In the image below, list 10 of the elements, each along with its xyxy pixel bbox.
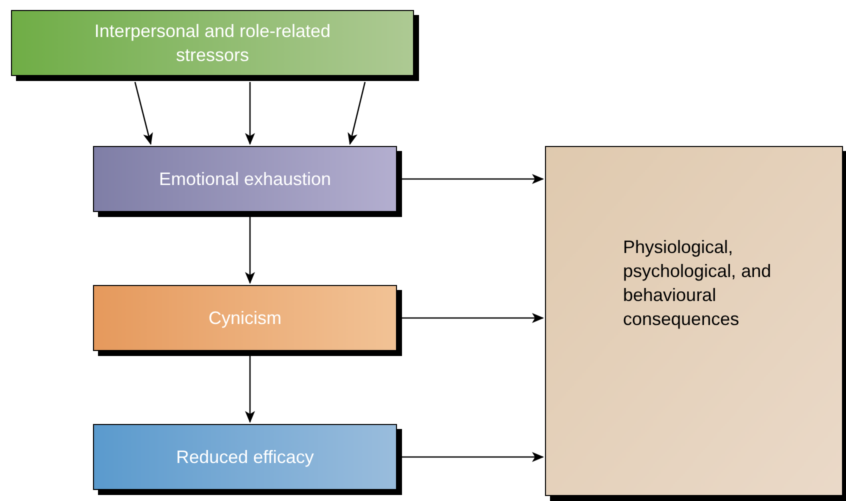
arrow: [401, 174, 544, 184]
box-label: Cynicism: [208, 307, 282, 330]
arrow: [245, 216, 255, 284]
box-label: Emotional exhaustion: [158, 168, 332, 191]
arrow: [401, 313, 544, 323]
arrow: [401, 452, 544, 462]
arrow: [245, 355, 255, 423]
box-label: Interpersonal and role-related stressors: [93, 20, 332, 67]
box-label: Reduced efficacy: [176, 446, 314, 469]
box-label: Physiological, psychological, and behavioural consequences: [623, 236, 772, 331]
